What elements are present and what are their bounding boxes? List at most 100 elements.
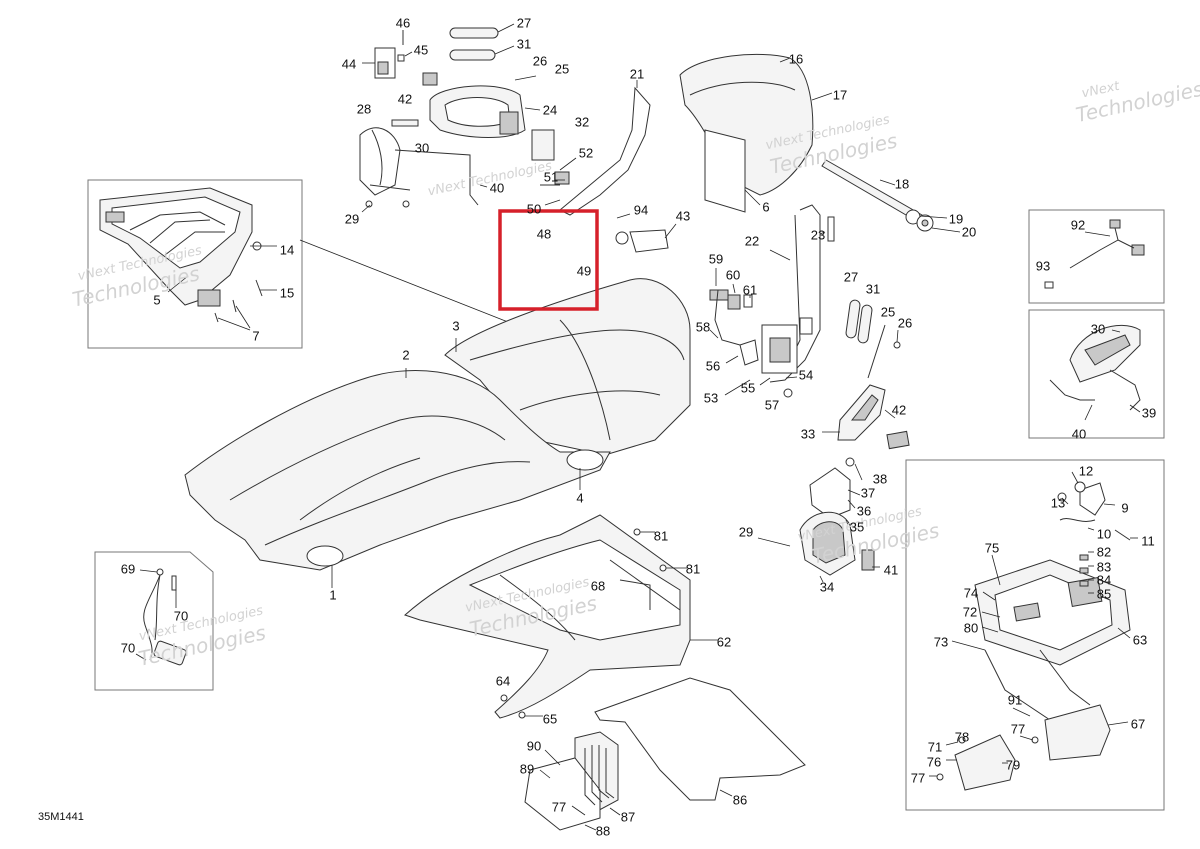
switch-assembly — [757, 457, 880, 583]
callout-label: 24 — [543, 102, 557, 117]
small-box — [524, 731, 621, 831]
callout-label: 35 — [850, 519, 864, 534]
callout-label: 43 — [676, 208, 690, 223]
callout-label: 44 — [342, 56, 356, 71]
callout-label: 26 — [898, 315, 912, 330]
grab-handle — [422, 72, 541, 138]
callout-label: 20 — [962, 224, 976, 239]
callout-label: 51 — [544, 169, 558, 184]
callout-label: 73 — [934, 634, 948, 649]
callout-label: 19 — [949, 211, 963, 226]
harness — [1044, 219, 1145, 289]
callout-label: 57 — [765, 397, 779, 412]
callout-label: 28 — [357, 101, 371, 116]
cable — [135, 568, 187, 666]
callout-label: 81 — [686, 561, 700, 576]
storage-tray — [99, 187, 277, 331]
callout-label: 75 — [985, 540, 999, 555]
callout-label: 42 — [892, 402, 906, 417]
callout-label: 37 — [861, 485, 875, 500]
callout-label: 29 — [739, 524, 753, 539]
callout-label: 85 — [1097, 586, 1111, 601]
callout-label: 39 — [1142, 405, 1156, 420]
callout-label: 60 — [726, 267, 740, 282]
callout-label: 23 — [811, 227, 825, 242]
callout-label: 63 — [1133, 632, 1147, 647]
callout-label: 83 — [1097, 559, 1111, 574]
callout-label: 50 — [527, 201, 541, 216]
callout-label: 53 — [704, 390, 718, 405]
callout-label: 67 — [1131, 716, 1145, 731]
callout-label: 10 — [1097, 526, 1111, 541]
inset-bracket-assembly — [905, 459, 1165, 811]
callout-label: 6 — [762, 199, 769, 214]
callout-label: 14 — [280, 242, 294, 257]
callout-label: 22 — [745, 233, 759, 248]
callout-label: 78 — [955, 729, 969, 744]
floor-mat — [594, 677, 806, 801]
callout-label: 11 — [1141, 533, 1155, 548]
callout-label: 5 — [153, 292, 160, 307]
callout-label: 55 — [741, 380, 755, 395]
callout-label: 64 — [496, 673, 510, 688]
callout-label: 25 — [881, 304, 895, 319]
callout-label: 31 — [517, 36, 531, 51]
callout-label: 2 — [402, 347, 409, 362]
inset-pointer — [299, 239, 509, 323]
callout-label: 17 — [833, 87, 847, 102]
callout-label: 82 — [1097, 544, 1111, 559]
small-parts-top-left — [362, 30, 413, 79]
callout-label: 88 — [596, 823, 610, 838]
callout-label: 89 — [520, 761, 534, 776]
backrest-handle — [1049, 325, 1141, 421]
callout-label: 92 — [1071, 217, 1085, 232]
callout-label: 93 — [1036, 258, 1050, 273]
inset-backrest-handle — [1028, 309, 1165, 439]
callout-label: 90 — [527, 738, 541, 753]
callout-label: 69 — [121, 561, 135, 576]
callout-label: 25 — [555, 61, 569, 76]
callout-label: 84 — [1097, 572, 1111, 587]
callout-label: 54 — [799, 367, 813, 382]
callout-label: 21 — [630, 66, 644, 81]
callout-label: 52 — [579, 145, 593, 160]
callout-label: 3 — [452, 318, 459, 333]
callout-label: 70 — [174, 608, 188, 623]
callout-label: 30 — [1091, 321, 1105, 336]
callout-label: 72 — [963, 604, 977, 619]
grip-rods-top — [449, 23, 515, 61]
callout-label: 45 — [414, 42, 428, 57]
callout-label: 33 — [801, 426, 815, 441]
callout-label: 38 — [873, 471, 887, 486]
inset-harness — [1028, 209, 1165, 304]
backrest-frame — [359, 119, 488, 213]
callout-label: 36 — [857, 503, 871, 518]
callout-label: 16 — [789, 51, 803, 66]
callout-label: 74 — [964, 585, 978, 600]
callout-label: 31 — [866, 281, 880, 296]
callout-label: 29 — [345, 211, 359, 226]
callout-label: 32 — [575, 114, 589, 129]
callout-label: 18 — [895, 176, 909, 191]
callout-label: 4 — [576, 490, 583, 505]
callout-label: 61 — [743, 282, 757, 297]
callout-label: 48 — [537, 226, 551, 241]
callout-label: 94 — [634, 202, 648, 217]
callout-label: 77 — [1011, 721, 1025, 736]
callout-label: 56 — [706, 358, 720, 373]
grip-handle-right — [822, 384, 910, 450]
electronics-module — [709, 268, 813, 398]
callout-label: 62 — [717, 634, 731, 649]
callout-label: 87 — [621, 809, 635, 824]
highlight-box — [498, 209, 599, 311]
pivot-rod — [821, 159, 961, 233]
diagram-code: 35M1441 — [38, 811, 84, 823]
callout-label: 86 — [733, 792, 747, 807]
callout-label: 70 — [121, 640, 135, 655]
callout-label: 15 — [280, 285, 294, 300]
inset-cable — [94, 551, 214, 691]
backrest-bracket — [531, 80, 677, 253]
callout-label: 12 — [1079, 463, 1093, 478]
callout-label: 7 — [252, 328, 259, 343]
